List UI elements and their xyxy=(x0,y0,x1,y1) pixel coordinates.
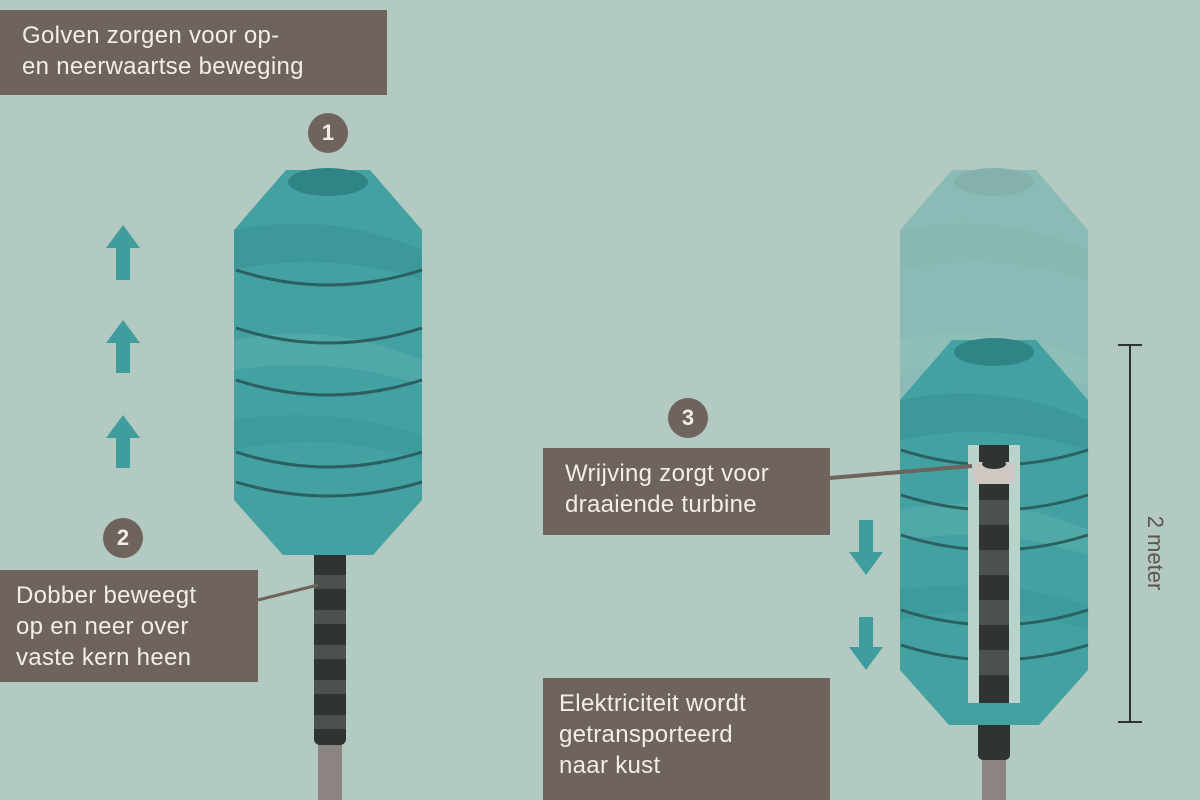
core-rod xyxy=(314,540,346,745)
scale-label: 2 meter xyxy=(1143,515,1168,591)
step-2-badge: 2 xyxy=(103,518,143,558)
arrow-down-icon xyxy=(849,520,883,575)
cable xyxy=(318,740,342,800)
up-arrows xyxy=(106,225,140,468)
core-rod xyxy=(978,720,1010,760)
step-2-label: Dobber beweegt op en neer over vaste ker… xyxy=(0,570,258,682)
buoy-left xyxy=(234,168,423,800)
down-arrows xyxy=(849,520,883,670)
step-3-badge: 3 xyxy=(668,398,708,438)
arrow-up-icon xyxy=(106,415,140,468)
leader-line-2 xyxy=(257,583,319,602)
scale-bar xyxy=(1118,344,1142,723)
turbine-ring xyxy=(973,462,1015,484)
output-label: Elektriciteit wordt getransporteerd naar… xyxy=(543,678,830,800)
arrow-down-icon xyxy=(849,617,883,670)
buoy-rings xyxy=(235,268,423,498)
core-stripes xyxy=(979,500,1009,675)
step-1-label: Golven zorgen voor op- en neerwaartse be… xyxy=(0,10,387,95)
turbine-hole xyxy=(982,459,1006,469)
step-1-badge: 1 xyxy=(308,113,348,153)
arrow-up-icon xyxy=(106,225,140,280)
core-stripes xyxy=(314,575,346,729)
buoy-right xyxy=(900,338,1089,800)
leader-line-3 xyxy=(829,464,973,480)
step-3-label: Wrijving zorgt voor draaiende turbine xyxy=(543,448,830,535)
arrow-up-icon xyxy=(106,320,140,373)
